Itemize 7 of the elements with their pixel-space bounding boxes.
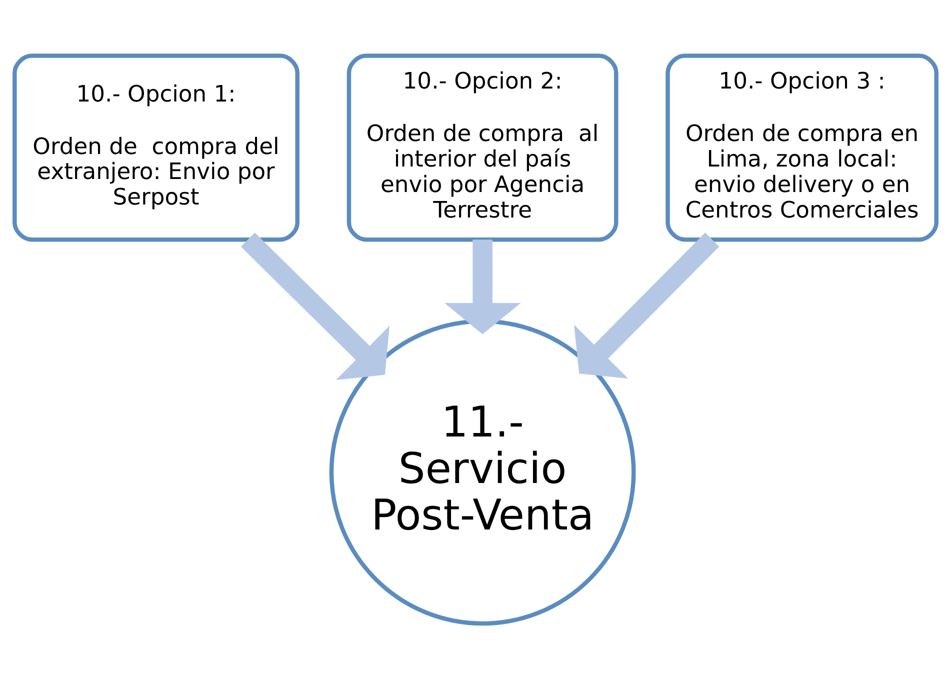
node-box: 10.- Opcion 1: Orden de compra del extranjero: Envio por Serpost	[12, 54, 299, 242]
arrow	[240, 232, 390, 380]
arrow	[444, 240, 520, 334]
node-circle: 11.- Servicio Post-Venta	[328, 319, 636, 626]
arrow	[573, 232, 719, 378]
node-box: 10.- Opcion 3 : Orden de compra en Lima, zona local: envio delivery o en Centros Comerciales	[665, 54, 938, 242]
node-box: 10.- Opcion 2: Orden de compra al interior del país envio por Agencia Terrestre	[346, 54, 618, 242]
